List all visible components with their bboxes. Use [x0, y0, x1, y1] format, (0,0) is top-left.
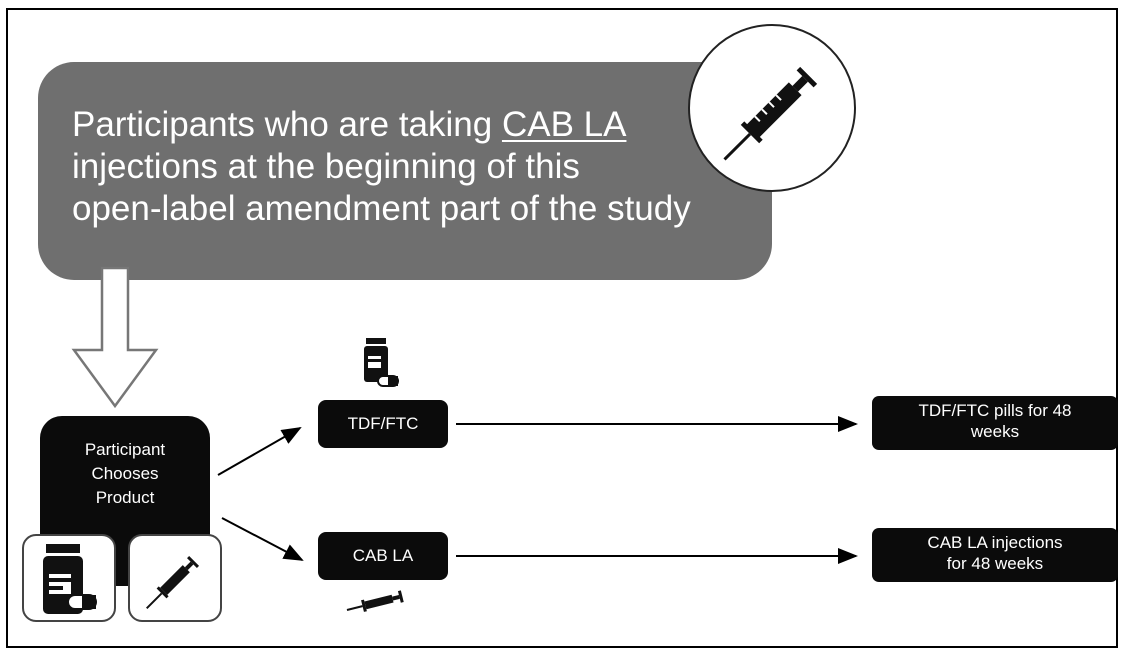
cab-la-label: CAB LA: [352, 546, 414, 565]
tdf-ftc-outcome-box: TDF/FTC pills for 48 weeks: [872, 396, 1118, 450]
header-line-2: injections at the beginning of this: [72, 147, 580, 186]
arrow-to-cab: [221, 517, 304, 561]
down-arrow: [71, 266, 159, 409]
syringe-icon: [146, 555, 200, 609]
syringe-icon: [723, 66, 818, 161]
chooser-line-2: Chooses: [91, 464, 159, 483]
header-line-3: open-label amendment part of the study: [72, 189, 691, 228]
header-line-1-text: Participants who are taking: [72, 105, 502, 144]
syringe-icon: [346, 590, 404, 612]
cab-la-outcome-line-1: CAB LA injections: [927, 533, 1063, 552]
header-syringe-badge: [688, 24, 856, 192]
connector-lines: [217, 416, 858, 564]
header-underlined-text: CAB LA: [501, 105, 627, 144]
header-box: Participants who are taking CAB LA injec…: [38, 62, 772, 280]
pill-bottle-icon: [364, 338, 399, 387]
tdf-ftc-outcome-line-1: TDF/FTC pills for 48: [918, 401, 1072, 420]
cab-la-outcome-box: CAB LA injections for 48 weeks: [872, 528, 1118, 582]
arrow-to-tdf: [217, 427, 302, 476]
cab-la-outcome-line-2: for 48 weeks: [946, 554, 1044, 573]
chooser-pill-card: [22, 534, 116, 622]
cab-la-option: CAB LA: [318, 532, 448, 580]
chooser-line-1: Participant: [84, 440, 166, 459]
header-text: Participants who are taking CAB LA injec…: [72, 104, 738, 230]
tdf-ftc-option: TDF/FTC: [318, 400, 448, 448]
chooser-line-3: Product: [95, 488, 155, 507]
pill-bottle-icon: [43, 544, 97, 614]
header-line-1: Participants who are taking CAB LA: [72, 104, 738, 146]
chooser-syringe-card: [128, 534, 222, 622]
tdf-ftc-outcome-line-2: weeks: [970, 422, 1020, 441]
tdf-ftc-label: TDF/FTC: [347, 414, 419, 433]
